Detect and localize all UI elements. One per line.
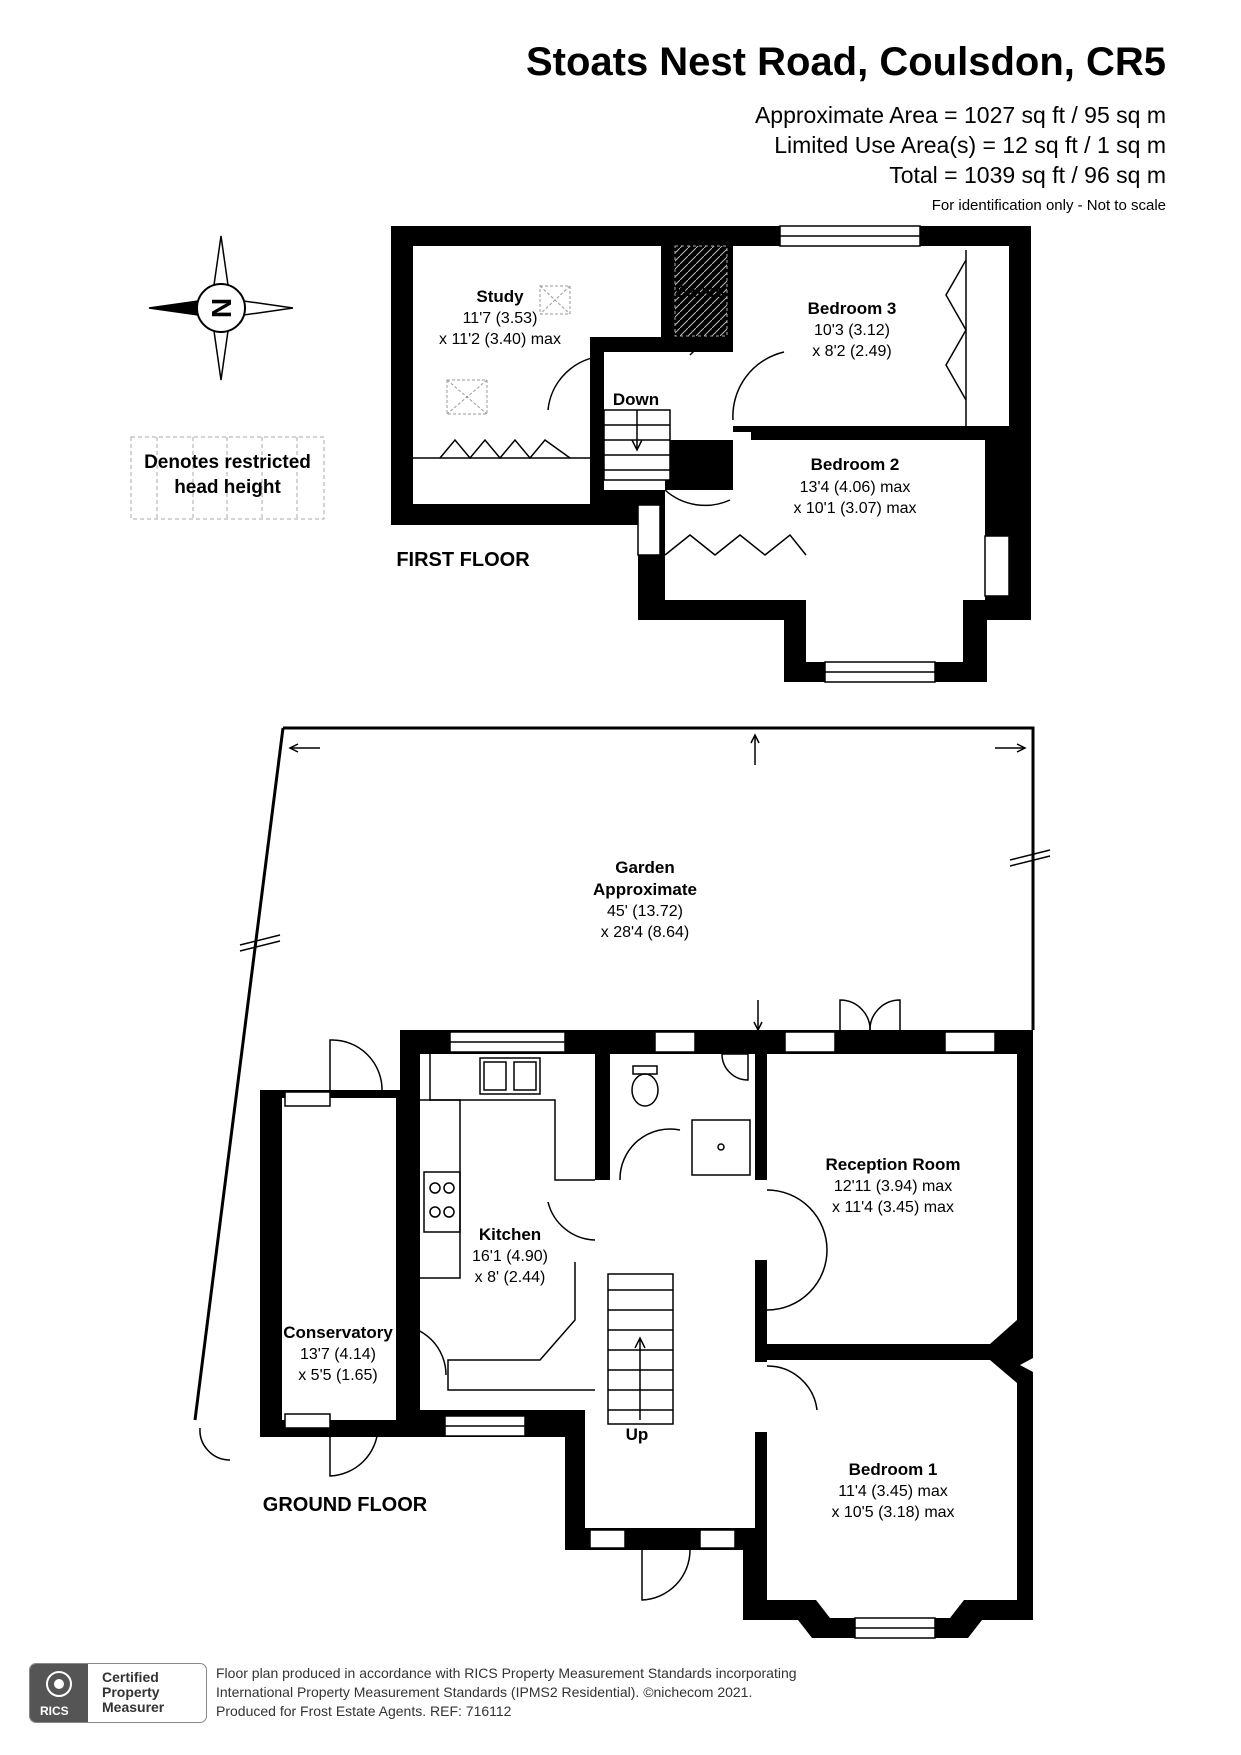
rics-logo: RICS [30,1664,88,1722]
badge-line1: Certified [102,1669,159,1685]
stairs-up-label: Up [626,1425,649,1444]
ground-floor-label: GROUND FLOOR [263,1494,428,1516]
garden-dim1: 45' (13.72) [607,903,683,920]
reception-dim2: x 11'4 (3.45) max [832,1199,954,1216]
bedroom1-dim2: x 10'5 (3.18) max [831,1504,954,1521]
page-title: Stoats Nest Road, Coulsdon, CR5 [525,40,1166,84]
bedroom3-name: Bedroom 3 [808,299,897,318]
bedroom3-dim1: 10'3 (3.12) [814,322,890,339]
kitchen-dim1: 16'1 (4.90) [472,1248,548,1265]
compass-north-label: N [206,298,237,318]
rics-crest-icon [46,1671,72,1697]
bedroom2-dim2: x 10'1 (3.07) max [793,500,916,517]
reception-name: Reception Room [825,1155,960,1174]
total-area: Total = 1039 sq ft / 96 sq m [889,162,1166,188]
ground-floor-plan: Kitchen 16'1 (4.90) x 8' (2.44) Conserva… [199,999,1033,1639]
garden-area: Garden Approximate 45' (13.72) x 28'4 (8… [193,726,1051,1421]
first-floor-label: FIRST FLOOR [396,549,530,571]
footer-line2: International Property Measurement Stand… [216,1684,753,1700]
bedroom2-dim1: 13'4 (4.06) max [800,479,911,496]
footer-text: Floor plan produced in accordance with R… [216,1664,797,1721]
study-name: Study [476,287,524,306]
eaves-label: Eaves [675,282,724,301]
conservatory-name: Conservatory [283,1323,393,1342]
rics-badge: RICS Certified Property Measurer [29,1663,207,1723]
rics-wordmark: RICS [40,1704,69,1718]
kitchen-name: Kitchen [479,1225,541,1244]
garden-dim2: x 28'4 (8.64) [601,924,689,941]
hatch-legend-icon [130,436,325,520]
bedroom1-dim1: 11'4 (3.45) max [838,1483,947,1500]
conservatory-dim2: x 5'5 (1.65) [298,1367,378,1384]
first-floor-plan: Study 11'7 (3.53) x 11'2 (3.40) max Eave… [391,225,1031,683]
reception-dim1: 12'11 (3.94) max [834,1178,952,1195]
limited-use-area: Limited Use Area(s) = 12 sq ft / 1 sq m [774,132,1166,158]
study-dim1: 11'7 (3.53) [463,310,538,327]
legend-line1: Denotes restricted [144,452,311,473]
bedroom1-name: Bedroom 1 [849,1460,938,1479]
badge-line3: Measurer [102,1699,165,1715]
bedroom2-name: Bedroom 2 [811,455,900,474]
badge-line2: Property [102,1684,160,1700]
footer-line1: Floor plan produced in accordance with R… [216,1665,797,1681]
bedroom3-dim2: x 8'2 (2.49) [812,343,892,360]
study-dim2: x 11'2 (3.40) max [439,331,561,348]
scale-note: For identification only - Not to scale [931,197,1166,214]
footer-line3: Produced for Frost Estate Agents. REF: 7… [216,1703,512,1719]
legend-line2: head height [174,477,281,498]
approximate-area: Approximate Area = 1027 sq ft / 95 sq m [754,102,1166,128]
kitchen-dim2: x 8' (2.44) [475,1269,546,1286]
garden-name: Garden [615,858,675,877]
stairs-down-label: Down [613,390,659,409]
compass-icon: N [148,235,294,381]
restricted-height-legend: Denotes restricted head height [130,436,325,520]
conservatory-dim1: 13'7 (4.14) [300,1346,376,1363]
garden-line2: Approximate [593,880,697,899]
